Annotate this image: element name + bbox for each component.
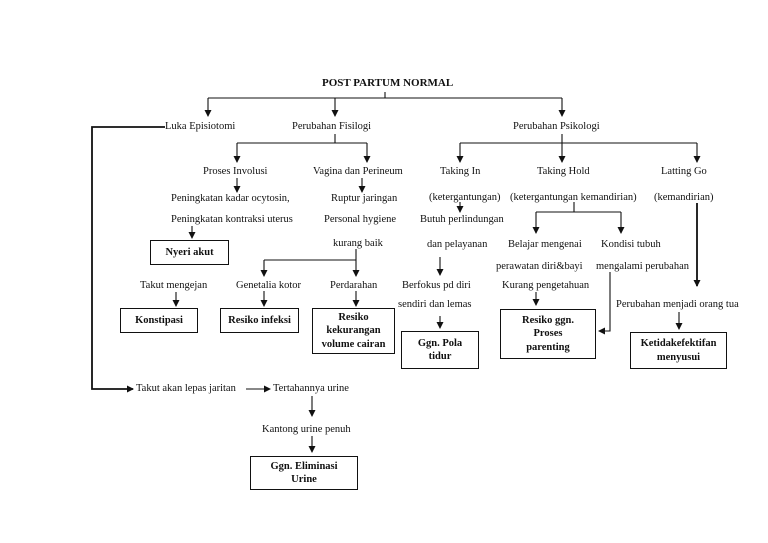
- node-proses-involusi: Proses Involusi: [203, 166, 268, 177]
- box-resiko-infeksi: Resiko infeksi: [220, 308, 299, 333]
- node-letting-go: Latting Go: [661, 166, 707, 177]
- node-luka-episiotomi: Luka Episiotomi: [165, 121, 236, 132]
- node-butuh-perlindungan: Butuh perlindungan: [420, 214, 504, 225]
- node-kondisi-tubuh: Kondisi tubuh: [601, 239, 661, 250]
- node-taking-in-sub: (ketergantungan): [429, 192, 501, 203]
- box-resiko-kekurangan-cairan: Resiko kekurangan volume cairan: [312, 308, 395, 354]
- node-kantong-urine-penuh: Kantong urine penuh: [262, 424, 351, 435]
- node-perubahan-psikologi: Perubahan Psikologi: [513, 121, 600, 132]
- node-mengalami-perubahan: mengalami perubahan: [596, 261, 690, 272]
- node-dan-pelayanan: dan pelayanan: [427, 239, 488, 250]
- node-ruptur-jaringan: Ruptur jaringan: [331, 193, 398, 204]
- node-perawatan-diri-bayi: perawatan diri&bayi: [496, 261, 583, 272]
- box-nyeri-akut: Nyeri akut: [150, 240, 229, 265]
- node-taking-hold: Taking Hold: [537, 166, 590, 177]
- node-taking-hold-sub: (ketergantungan kemandirian): [510, 192, 637, 203]
- node-taking-in: Taking In: [440, 166, 481, 177]
- node-kurang-baik: kurang baik: [333, 238, 383, 249]
- node-takut-lepas-jaritan: Takut akan lepas jaritan: [136, 383, 236, 394]
- node-letting-go-sub: (kemandirian): [654, 192, 714, 203]
- node-genetalia-kotor: Genetalia kotor: [236, 280, 302, 291]
- node-peningkatan-kontraksi: Peningkatan kontraksi uterus: [171, 214, 293, 225]
- node-personal-hygiene: Personal hygiene: [324, 214, 397, 225]
- node-perubahan-orang-tua: Perubahan menjadi orang tua: [616, 299, 739, 310]
- box-gangguan-pola-tidur: Ggn. Pola tidur: [401, 331, 479, 369]
- box-resiko-proses-parenting: Resiko ggn. Proses parenting: [500, 309, 596, 359]
- node-kurang-pengetahuan: Kurang pengetahuan: [502, 280, 590, 291]
- box-gangguan-eliminasi-urine: Ggn. Eliminasi Urine: [250, 456, 358, 490]
- box-konstipasi: Konstipasi: [120, 308, 198, 333]
- node-berfokus-pd-diri: Berfokus pd diri: [402, 280, 471, 291]
- node-vagina-perineum: Vagina dan Perineum: [313, 166, 403, 177]
- diagram-title: POST PARTUM NORMAL: [322, 77, 454, 89]
- node-belajar-mengenai: Belajar mengenai: [508, 239, 582, 250]
- node-perubahan-fisiologi: Perubahan Fisilogi: [292, 121, 372, 132]
- box-ketidakefektifan-menyusui: Ketidakefektifan menyusui: [630, 332, 727, 369]
- node-takut-mengejan: Takut mengejan: [140, 280, 208, 291]
- node-peningkatan-ocytosin: Peningkatan kadar ocytosin,: [171, 193, 290, 204]
- node-tertahannya-urine: Tertahannya urine: [273, 383, 349, 394]
- node-perdarahan: Perdarahan: [330, 280, 378, 291]
- node-sendiri-dan-lemas: sendiri dan lemas: [398, 299, 472, 310]
